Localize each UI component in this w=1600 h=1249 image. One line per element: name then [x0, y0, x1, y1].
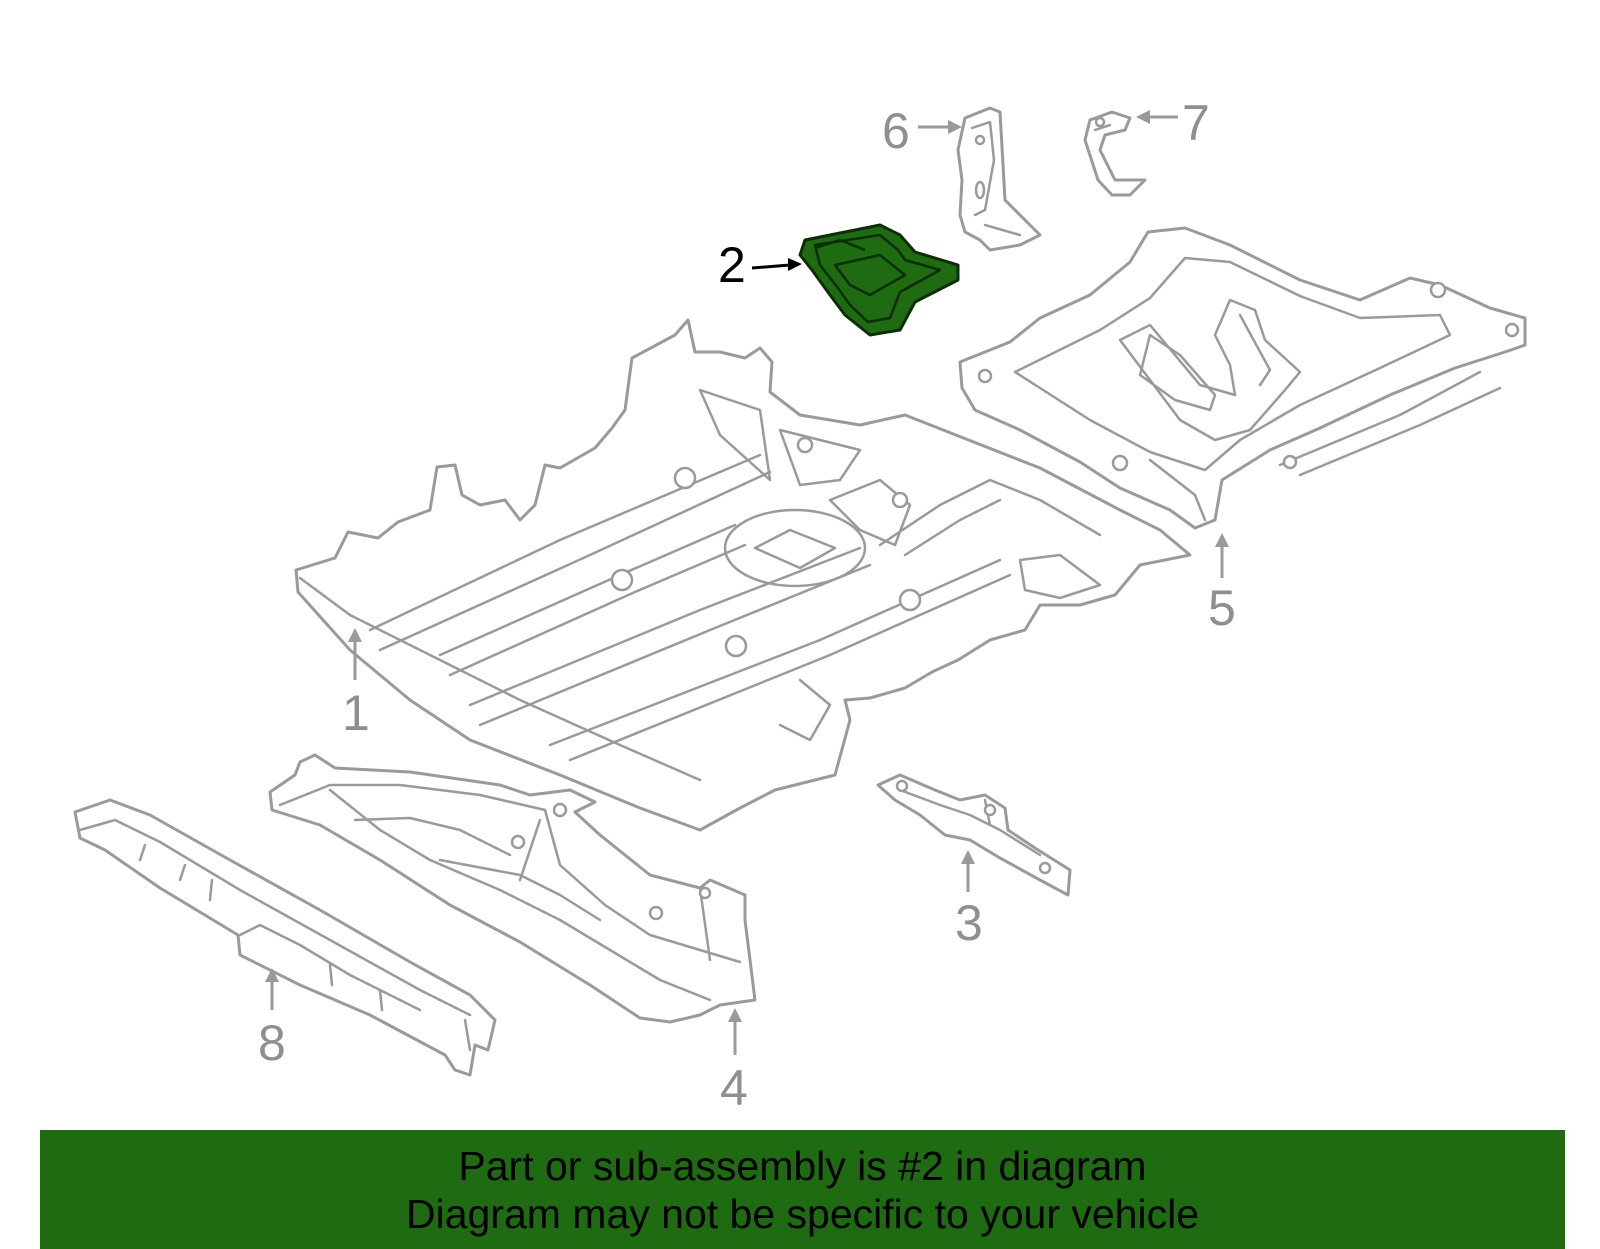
callout-6: 6 [882, 103, 910, 159]
callout-arrows [265, 110, 1229, 1055]
parts-diagram: 1 2 3 4 5 6 7 8 [73, 95, 1527, 1116]
part-4-front-shield[interactable] [268, 753, 757, 1024]
callout-labels: 1 2 3 4 5 6 7 8 [258, 95, 1236, 1116]
callout-2: 2 [718, 237, 746, 293]
part-6-bracket[interactable] [956, 106, 1042, 252]
part-2-highlighted-shield[interactable] [798, 223, 960, 337]
callout-3: 3 [955, 895, 983, 951]
part-8-bumper-support[interactable] [73, 798, 497, 1077]
callout-8: 8 [258, 1015, 286, 1071]
part-5-rear-underbody-shield[interactable] [958, 226, 1527, 530]
part-1-main-underbody-shield[interactable] [294, 318, 1192, 832]
banner-line-1: Part or sub-assembly is #2 in diagram [458, 1142, 1147, 1189]
part-7-bracket[interactable] [1083, 110, 1147, 197]
banner-line-2: Diagram may not be specific to your vehi… [405, 1190, 1199, 1237]
callout-5: 5 [1208, 580, 1236, 636]
callout-4: 4 [720, 1060, 748, 1116]
callout-1: 1 [342, 685, 370, 741]
callout-7: 7 [1182, 95, 1210, 151]
part-3-crossmember-bracket[interactable] [876, 773, 1072, 897]
info-banner: Part or sub-assembly is #2 in diagram Di… [40, 1130, 1565, 1249]
